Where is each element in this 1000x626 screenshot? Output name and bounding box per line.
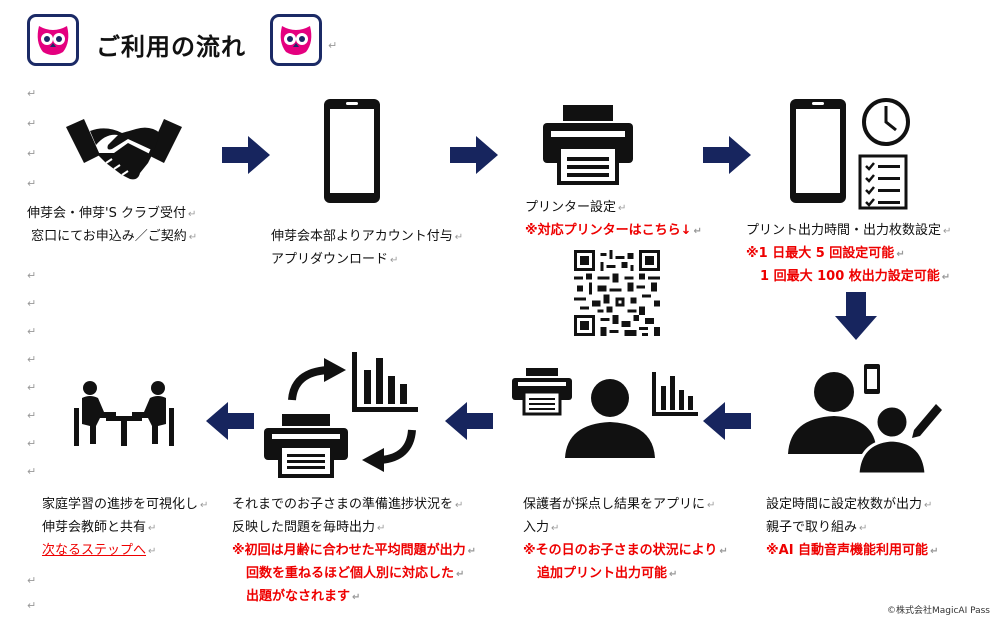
curved-arrow-icon — [362, 429, 416, 472]
step-8-text: 家庭学習の進捗を可視化し↵ 伸芽会教師と共有↵ 次なるステップへ↵ — [42, 497, 209, 558]
bar-chart-icon — [352, 352, 418, 412]
copyright-credit: ©株式会社MagicAI Pass — [886, 606, 990, 616]
clock-icon — [862, 98, 910, 146]
page-title: ご利用の流れ — [96, 33, 246, 61]
left-arrow-icon — [703, 402, 751, 440]
step-6-text: 保護者が採点し結果をアプリに↵ 入力↵ ※その日のお子さまの状況により↵ 追加プ… — [523, 497, 728, 581]
right-arrow-icon — [703, 136, 751, 174]
paragraph-mark: ↵ — [328, 39, 338, 52]
printer-icon — [543, 105, 633, 185]
step-7-text: それまでのお子さまの準備進捗状況を↵ 反映した問題を毎時出力↵ ※初回は月齢に合… — [232, 497, 477, 604]
owl-logo-icon — [270, 14, 322, 66]
step-5-text: 設定時間に設定枚数が出力↵ 親子で取り組み↵ ※AI 自動音声機能利用可能↵ — [766, 497, 939, 558]
bar-chart-icon — [652, 372, 698, 416]
down-arrow-icon — [835, 292, 877, 340]
parent-child-icon — [788, 364, 942, 476]
smartphone-icon — [790, 99, 846, 203]
smartphone-icon — [324, 99, 380, 203]
checklist-icon — [858, 154, 908, 210]
printer-icon — [512, 368, 572, 416]
step-4-text: プリント出力時間・出力枚数設定↵ ※1 日最大 5 回設定可能↵ 1 回最大 1… — [746, 223, 952, 284]
left-arrow-icon — [206, 402, 254, 440]
curved-arrow-icon — [288, 358, 346, 401]
step-1-text: 伸芽会・伸芽'S クラブ受付↵ 窓口にてお申込み／ご契約↵ — [27, 206, 198, 244]
step-3-text: プリンター設定↵ ※対応プリンターはこちら↓↵ — [525, 200, 702, 238]
left-arrow-icon — [445, 402, 493, 440]
right-arrow-icon — [222, 136, 270, 174]
next-step-link[interactable]: 次なるステップへ — [42, 543, 147, 558]
parent-icon — [565, 379, 655, 458]
step-2-text: 伸芽会本部よりアカウント付与↵ アプリダウンロード↵ — [271, 229, 464, 267]
meeting-icon — [74, 381, 174, 446]
printer-icon — [264, 414, 348, 478]
qr-code-icon[interactable] — [574, 250, 660, 336]
handshake-icon — [66, 119, 182, 180]
owl-logo-icon — [27, 14, 79, 66]
right-arrow-icon — [450, 136, 498, 174]
